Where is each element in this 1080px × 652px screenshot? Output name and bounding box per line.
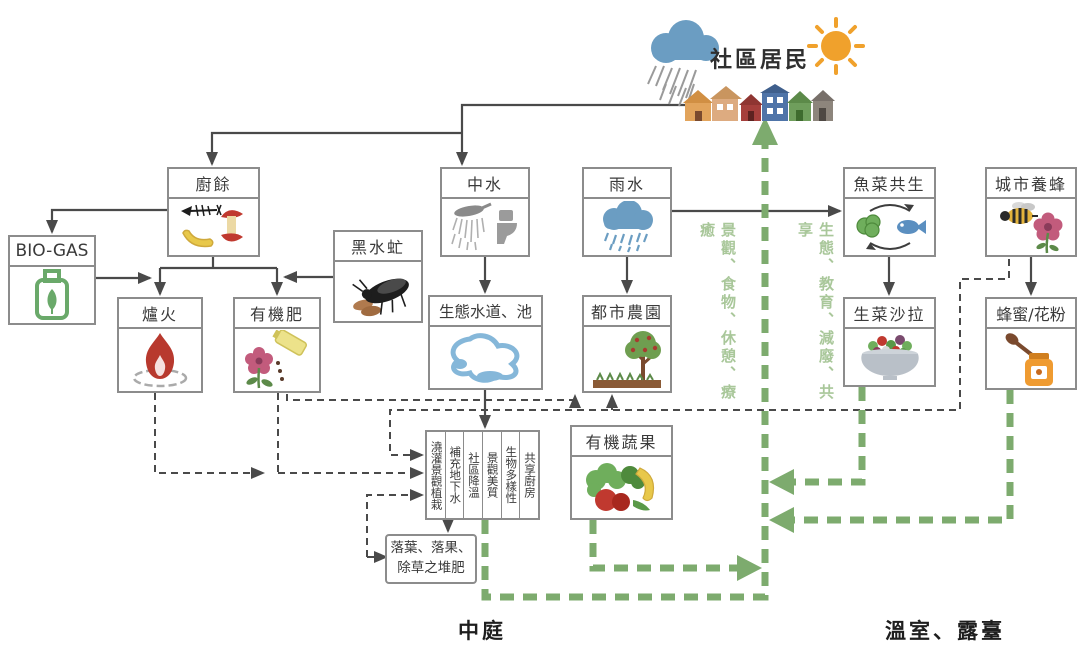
bee-flower-icon [987,199,1075,255]
node-organic-produce-label: 有機蔬果 [572,427,671,457]
node-eco-waterway-label: 生態水道、池 [430,297,541,327]
benefit-col-groundwater: 補充地下水 [446,432,465,518]
black-soldier-fly-icon [335,262,421,321]
salad-bowl-icon [845,329,934,385]
rainwater-icon [584,199,670,255]
node-biogas-label: BIO-GAS [10,237,94,267]
benefit-col-aesthetics: 景觀美質 [483,432,502,518]
benefit-col-irrigation: 澆灌景觀植栽 [427,432,446,518]
urban-farm-icon [584,327,670,391]
compost-line1: 落葉、落果、 [390,540,472,557]
benefit-col-biodiversity: 生物多樣性 [502,432,521,518]
pond-icon [430,327,541,388]
honey-jar-icon [987,329,1075,388]
zone-label-greenhouse-terrace: 溫室、露臺 [885,619,1005,643]
rain-cloud-icon [636,14,728,114]
organic-produce-icon [572,457,671,518]
node-compost: 落葉、落果、 除草之堆肥 [385,534,477,584]
zone-label-courtyard: 中庭 [458,619,506,643]
node-salad-label: 生菜沙拉 [845,299,934,329]
node-honey-pollen-label: 蜂蜜/花粉 [987,299,1075,329]
node-urban-farm-label: 都市農園 [584,297,670,327]
node-organic-fertilizer: 有機肥 [233,297,321,393]
node-stove-fire: 爐火 [117,297,203,393]
stove-fire-icon [119,329,201,391]
compost-line2: 除草之堆肥 [397,560,465,576]
node-eco-waterway: 生態水道、池 [428,295,543,390]
benefit-col-shared-kitchen: 共享廚房 [522,452,537,498]
flow-label-right: 生態、教育、減廢、共享 [796,222,835,402]
node-organic-fertilizer-label: 有機肥 [235,299,319,329]
node-kitchen-waste: 廚餘 [167,167,260,257]
node-black-soldier-fly: 黑水虻 [333,230,423,323]
community-label: 社區居民 [710,48,811,73]
node-greywater-label: 中水 [442,169,528,199]
node-salad: 生菜沙拉 [843,297,936,387]
node-aquaponics-label: 魚菜共生 [845,169,934,199]
node-rainwater-label: 雨水 [584,169,670,199]
node-stove-fire-label: 爐火 [119,299,201,329]
benefit-col-cooling: 社區降溫 [464,432,484,518]
node-urban-farm: 都市農園 [582,295,672,393]
node-beekeeping-label: 城市養蜂 [987,169,1075,199]
node-biogas: BIO-GAS [8,235,96,325]
node-honey-pollen: 蜂蜜/花粉 [985,297,1077,390]
houses-icon [683,84,851,128]
node-beekeeping: 城市養蜂 [985,167,1077,257]
sun-icon [806,16,866,80]
organic-fertilizer-icon [235,329,319,391]
node-rainwater: 雨水 [582,167,672,257]
node-organic-produce: 有機蔬果 [570,425,673,520]
node-greywater: 中水 [440,167,530,257]
node-aquaponics: 魚菜共生 [843,167,936,257]
flow-label-left: 景觀、食物、休憩、療癒 [698,222,737,402]
benefits-box: 澆灌景觀植栽 補充地下水 社區降溫 景觀美質 生物多樣性 共享廚房 [425,430,540,520]
node-kitchen-waste-label: 廚餘 [169,169,258,199]
aquaponics-icon [845,199,934,255]
kitchen-waste-icon [169,199,258,255]
node-black-soldier-fly-label: 黑水虻 [335,232,421,262]
biogas-tank-icon [10,267,94,323]
greywater-icon [442,199,528,255]
